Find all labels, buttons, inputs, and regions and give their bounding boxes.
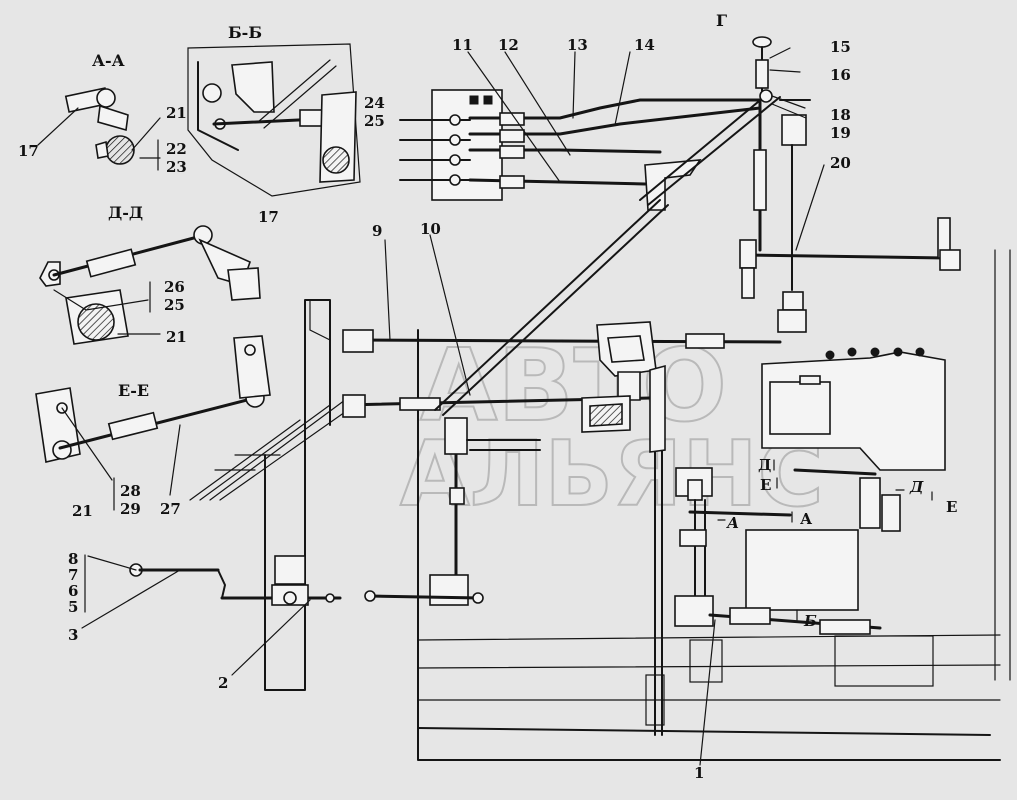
view-mark-b1: Б [803,612,817,630]
callout-13: 13 [567,36,588,54]
leader-lines [81,47,825,766]
callout-27: 27 [160,500,181,518]
view-mark-e1: Е [760,476,771,494]
callout-14: 14 [634,36,655,54]
frame-bracket-2 [834,635,934,687]
callout-21a: 21 [166,104,187,122]
callout-23: 23 [166,158,187,176]
callout-17a: 17 [18,142,39,160]
section-a-a: А-А [37,51,161,171]
view-mark-a1: А [726,514,739,532]
section-e-e-title: Е-Е [118,381,149,400]
watermark-line-2: АЛЬЯНС [400,422,824,527]
frame-bracket-3 [645,674,665,726]
view-marks: А А Б Д Д Е Е [717,456,957,630]
callout-26: 26 [164,278,185,296]
frame-bracket-1 [689,639,723,683]
control-column-g [739,36,961,333]
callout-21b: 21 [166,328,187,346]
callout-5: 5 [68,598,78,616]
section-b-outline [187,43,361,197]
watermark-line-1: АВТО [420,327,727,444]
callout-25b: 25 [164,296,185,314]
callout-11: 11 [452,36,473,54]
section-b-b-title: Б-Б [228,23,262,42]
knob [752,36,772,48]
callout-8: 8 [68,550,78,568]
callout-15: 15 [830,38,851,56]
view-mark-a2: А [800,510,813,528]
callout-10: 10 [420,220,441,238]
callout-6: 6 [68,582,78,600]
callout-25a: 25 [364,112,385,130]
upper-bracket [431,89,503,201]
watermark-stripes [189,399,356,501]
watermark: АВТО АЛЬЯНС [189,326,825,528]
section-d-d: Д-Д [39,203,261,345]
callout-2: 2 [218,674,228,692]
gearbox-block [745,529,859,611]
view-mark-e2: Е [946,498,957,516]
right-gearbox [674,347,946,635]
callouts: 1 2 3 5 6 7 8 9 10 11 12 13 14 Г 15 16 1… [18,11,851,782]
section-e-e: Е-Е [35,335,271,511]
vertical-support [264,299,331,691]
callout-16: 16 [830,66,851,84]
center-vertical-link [364,417,541,606]
view-mark-d2: Д [909,478,924,496]
callout-20: 20 [830,154,851,172]
pedal-assembly [581,321,666,453]
callout-29: 29 [120,500,141,518]
callout-18: 18 [830,106,851,124]
callout-1: 1 [694,764,704,782]
callout-28: 28 [120,482,141,500]
view-mark-d1: Д [758,456,771,474]
section-b-b: Б-Б [187,23,361,197]
callout-17b: 17 [258,208,279,226]
lower-left-rods [129,555,342,606]
callout-19: 19 [830,124,851,142]
callout-12: 12 [498,36,519,54]
callout-7: 7 [68,566,78,584]
boot [781,114,807,146]
upper-rod-bank [399,89,781,211]
callout-9: 9 [372,222,382,240]
callout-21c: 21 [72,502,93,520]
callout-3: 3 [68,626,78,644]
section-d-d-title: Д-Д [108,203,143,222]
callout-24: 24 [364,94,385,112]
section-g-title: Г [716,11,727,30]
section-a-a-title: А-А [92,51,125,70]
callout-22: 22 [166,140,187,158]
